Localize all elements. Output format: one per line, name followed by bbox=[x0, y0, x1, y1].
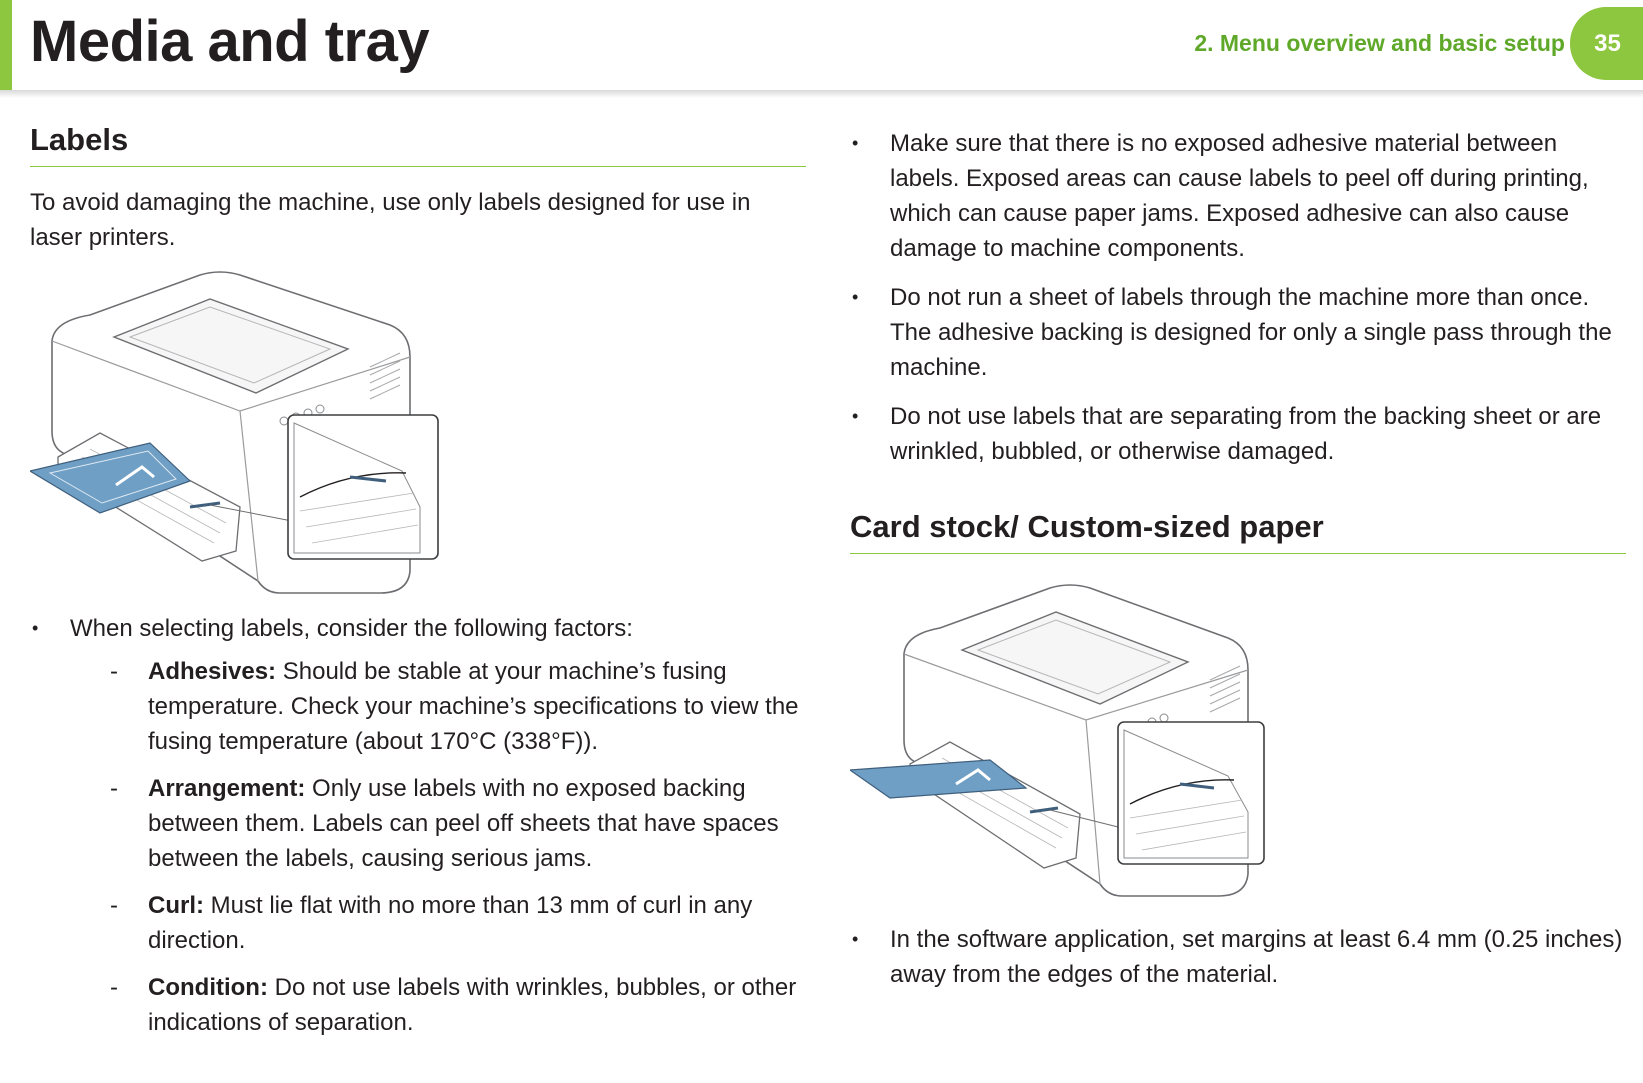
list-item: Do not run a sheet of labels through the… bbox=[850, 280, 1626, 385]
header-divider bbox=[0, 90, 1643, 98]
list-item: Do not use labels that are separating fr… bbox=[850, 399, 1626, 469]
labels-factors-list: When selecting labels, consider the foll… bbox=[30, 611, 806, 1040]
list-item: Arrangement: Only use labels with no exp… bbox=[70, 771, 806, 876]
factor-term: Arrangement: bbox=[148, 775, 306, 802]
page-number: 35 bbox=[1594, 29, 1621, 57]
factor-text: Should be stable at your machine’s fusin… bbox=[148, 658, 799, 755]
list-item: In the software application, set margins… bbox=[850, 922, 1626, 992]
factor-term: Curl: bbox=[148, 892, 204, 919]
list-item: Curl: Must lie flat with no more than 13… bbox=[70, 888, 806, 958]
section-heading-cardstock: Card stock/ Custom-sized paper bbox=[850, 509, 1626, 554]
page-number-badge: 35 bbox=[1570, 7, 1643, 80]
factor-term: Condition: bbox=[148, 974, 268, 1001]
page-title: Media and tray bbox=[30, 9, 430, 74]
right-column: Make sure that there is no exposed adhes… bbox=[850, 122, 1626, 1006]
left-column: Labels To avoid damaging the machine, us… bbox=[30, 122, 806, 1054]
list-item: Adhesives: Should be stable at your mach… bbox=[70, 654, 806, 759]
printer-labels-illustration bbox=[30, 271, 439, 594]
chapter-title: 2. Menu overview and basic setup bbox=[1194, 30, 1565, 56]
labels-intro: To avoid damaging the machine, use only … bbox=[30, 189, 751, 251]
cardstock-list: In the software application, set margins… bbox=[850, 922, 1626, 992]
list-item: When selecting labels, consider the foll… bbox=[30, 611, 806, 1040]
list-item: Make sure that there is no exposed adhes… bbox=[850, 126, 1626, 266]
labels-more-list: Make sure that there is no exposed adhes… bbox=[850, 126, 1626, 469]
printer-cardstock-illustration bbox=[850, 584, 1265, 897]
header-accent-bar bbox=[0, 0, 12, 92]
section-heading-labels: Labels bbox=[30, 122, 806, 167]
factor-text: Must lie flat with no more than 13 mm of… bbox=[148, 892, 753, 954]
factors-intro: When selecting labels, consider the foll… bbox=[70, 615, 633, 642]
factor-sublist: Adhesives: Should be stable at your mach… bbox=[70, 654, 806, 1040]
list-item: Condition: Do not use labels with wrinkl… bbox=[70, 970, 806, 1040]
factor-term: Adhesives: bbox=[148, 658, 277, 685]
factor-text: Only use labels with no exposed backing … bbox=[148, 775, 779, 872]
factor-text: Do not use labels with wrinkles, bubbles… bbox=[148, 974, 797, 1036]
